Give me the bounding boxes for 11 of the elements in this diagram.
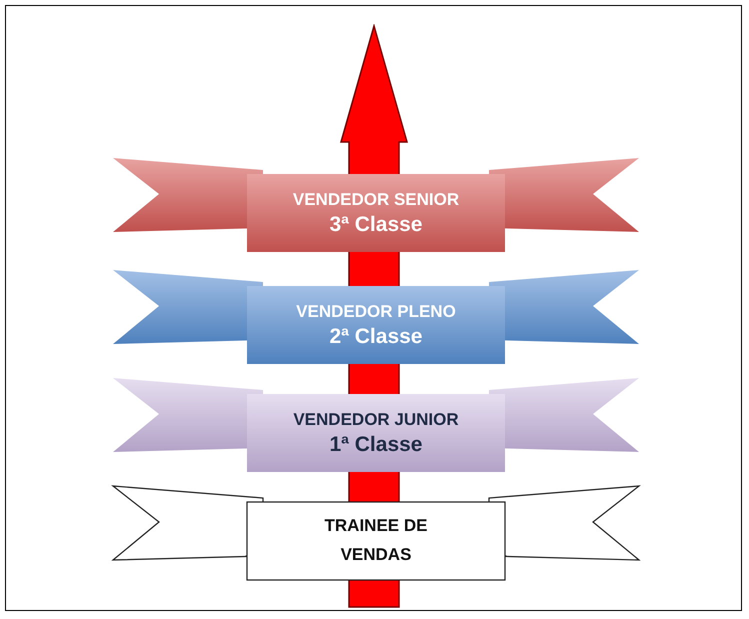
rank-title: VENDEDOR JUNIOR	[293, 408, 459, 431]
rank-class: 2ª Classe	[329, 324, 422, 350]
ribbon-banner	[111, 268, 641, 366]
rank-title: TRAINEE DE VENDAS	[324, 515, 428, 566]
rank-title: VENDEDOR SENIOR	[292, 188, 460, 211]
ribbon-banner	[111, 156, 641, 254]
rank-class: 1ª Classe	[329, 432, 422, 458]
ribbon-banner	[111, 376, 641, 474]
rank-class: 3ª Classe	[329, 212, 422, 238]
ribbon-banner	[111, 484, 641, 582]
rank-title: VENDEDOR PLENO	[296, 300, 456, 323]
